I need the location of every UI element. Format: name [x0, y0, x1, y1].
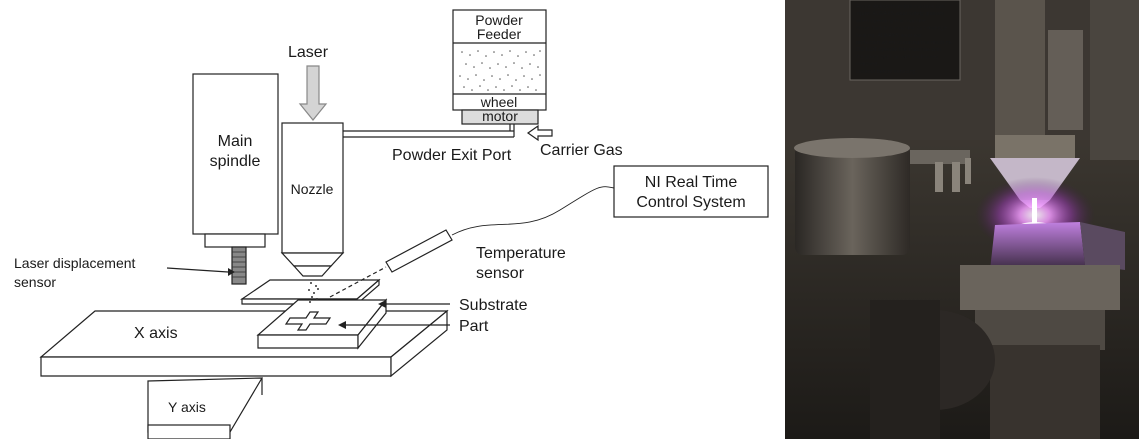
label-y-axis: Y axis — [168, 399, 206, 415]
label-main-spindle-2: spindle — [210, 153, 261, 170]
label-nozzle: Nozzle — [291, 181, 334, 197]
label-laser-displacement-1: Laser displacement — [14, 255, 136, 271]
placard-line: Noise from this machine can damage — [856, 26, 947, 32]
photo-vertical-column — [995, 0, 1045, 140]
placard-line: when operating this machine. — [855, 18, 928, 24]
carrier-gas-arrow — [528, 126, 552, 140]
label-part: Part — [459, 318, 489, 335]
placard-line: DO NOT operate this machine with — [856, 47, 941, 53]
placard-line: injure. ALWAYS wear safety glasses — [856, 11, 944, 17]
placard-line: protection when operating this machine. — [856, 40, 954, 46]
placard-line: the doors open or with enclosures — [856, 54, 939, 60]
photo-right-panel — [1090, 0, 1139, 160]
machine-photo: Flying objects from this machine caninju… — [785, 0, 1139, 439]
placard-line: hearing. ALWAYS wear ear — [856, 33, 922, 39]
label-powder-exit-port: Powder Exit Port — [392, 147, 512, 164]
main-spindle — [193, 74, 278, 284]
label-laser-displacement-2: sensor — [14, 274, 56, 290]
photo-back-wall — [785, 0, 1139, 140]
placard-line: Flying objects from this machine can — [856, 4, 945, 10]
label-temperature-sensor-2: sensor — [476, 265, 525, 282]
label-carrier-gas: Carrier Gas — [540, 142, 623, 159]
schematic-diagram — [41, 10, 768, 439]
powder-feed-tube — [343, 124, 514, 137]
nozzle — [282, 123, 343, 276]
laser-arrow — [300, 66, 326, 120]
photo-hoses — [1048, 30, 1083, 130]
warning-placard: Flying objects from this machine caninju… — [850, 0, 960, 80]
x-axis-table — [41, 311, 447, 376]
label-motor: motor — [482, 108, 518, 124]
placard-line: Lockout before servicing. — [856, 69, 918, 75]
label-temperature-sensor-1: Temperature — [476, 245, 566, 262]
label-substrate: Substrate — [459, 297, 528, 314]
photo-workpiece — [990, 222, 1125, 270]
label-x-axis: X axis — [134, 325, 178, 342]
label-control-system-2: Control System — [636, 194, 745, 211]
placard-line: removed. — [856, 62, 879, 68]
label-powder-feeder-2: Feeder — [477, 26, 522, 42]
label-main-spindle-1: Main — [218, 133, 253, 150]
label-laser: Laser — [288, 44, 329, 61]
label-control-system-1: NI Real Time — [645, 174, 738, 191]
